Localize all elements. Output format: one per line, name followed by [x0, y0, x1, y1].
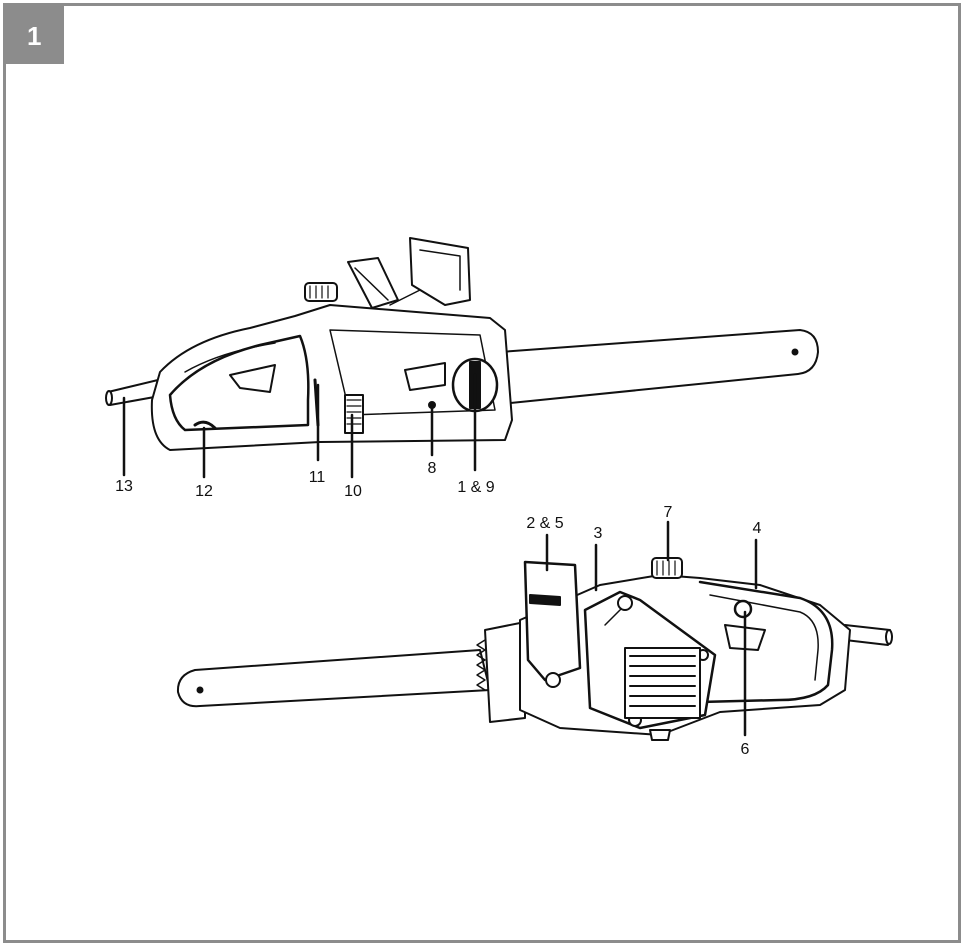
callout-7: 7 [664, 504, 673, 521]
figure-number-badge: 1 [3, 3, 64, 64]
callout-6: 6 [741, 741, 750, 758]
callout-2-and-5: 2 & 5 [526, 515, 563, 532]
callout-10: 10 [344, 483, 362, 500]
leader-lines [122, 373, 758, 737]
callout-13: 13 [115, 478, 133, 495]
callout-3: 3 [594, 525, 603, 542]
figure-frame [3, 3, 961, 943]
callout-11: 11 [309, 469, 326, 486]
callout-1-and-9: 1 & 9 [457, 479, 494, 496]
callout-8: 8 [428, 460, 437, 477]
chainsaw-other-side-view [176, 557, 893, 741]
callout-4: 4 [753, 520, 762, 537]
chainsaw-side-view [105, 237, 819, 451]
callout-12: 12 [195, 483, 213, 500]
